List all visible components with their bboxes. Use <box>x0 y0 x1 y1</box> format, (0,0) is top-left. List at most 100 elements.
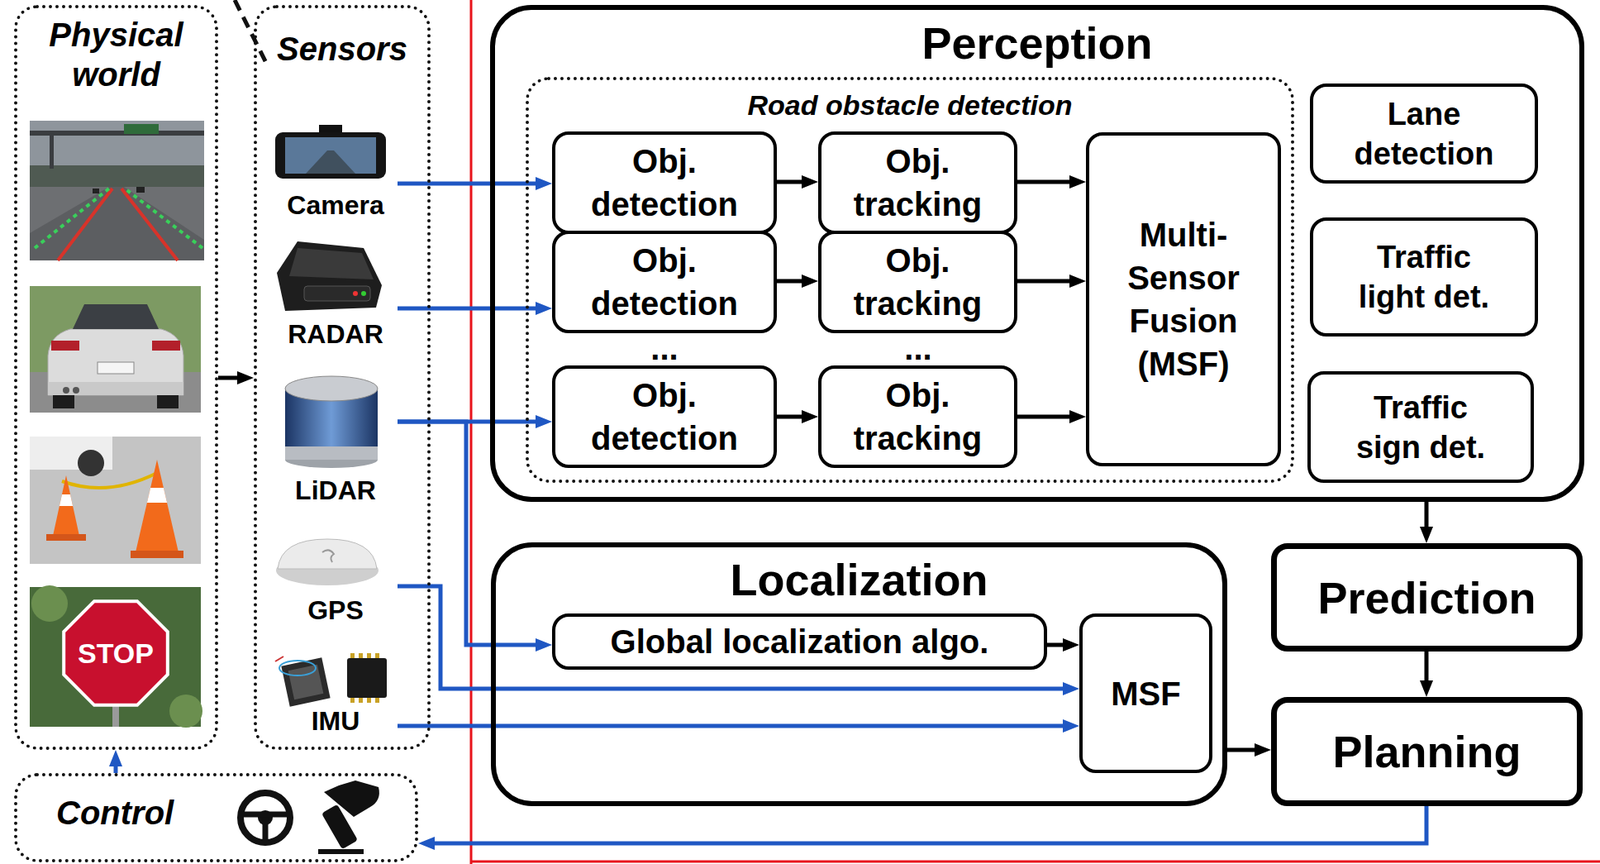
stop-sign-photo <box>29 585 203 728</box>
sensor-item: RADAR <box>273 233 398 349</box>
group-title: Control <box>56 776 174 849</box>
gps-icon <box>322 549 334 562</box>
flow-arrow <box>1047 642 1068 648</box>
road-photo <box>29 120 205 261</box>
camera-icon <box>285 137 377 174</box>
flow-arrow <box>218 376 243 381</box>
process-box: Traffic light det. <box>1309 217 1539 337</box>
group-title: Perception <box>495 16 1580 70</box>
stop-sign-photo <box>31 585 68 622</box>
lidar-icon <box>285 444 378 460</box>
radar-icon <box>276 241 382 311</box>
flow-arrow <box>1424 651 1429 686</box>
imu-icon <box>280 657 330 706</box>
node-label: Obj. detection <box>581 139 748 226</box>
steering-wheel-icon <box>262 817 269 842</box>
gps-icon <box>276 538 379 586</box>
camera-icon <box>275 124 386 179</box>
group-title: Physical world <box>17 14 215 95</box>
sensor-item: IMU <box>273 649 398 736</box>
road-photo <box>57 188 113 261</box>
car-photo <box>52 395 75 409</box>
node-label: Obj. detection <box>581 373 748 460</box>
ellipsis-mark: ... <box>904 331 932 365</box>
imu-icon <box>288 664 324 700</box>
road-photo <box>49 135 54 169</box>
node-label: RADAR <box>287 319 384 349</box>
node-label: Multi-Sensor Fusion (MSF) <box>1100 213 1267 386</box>
imu-icon <box>358 697 363 703</box>
flow-arrow <box>776 414 807 420</box>
car-photo <box>29 285 201 413</box>
cones-photo <box>29 436 201 564</box>
node-label: Global localization algo. <box>610 621 990 662</box>
radar-icon <box>289 247 374 280</box>
stop-sign-photo <box>63 600 168 705</box>
cones-photo <box>77 449 105 477</box>
flow-arrow <box>776 279 807 284</box>
process-box: Obj. tracking <box>818 131 1018 234</box>
boundary-line <box>470 0 473 864</box>
sensor-item: Camera <box>273 120 398 220</box>
module-box: LocalizationGlobal localization algo. MSF <box>490 542 1228 806</box>
flow-arrow <box>1017 414 1075 420</box>
imu-icon <box>375 652 380 658</box>
steering-wheel-icon <box>240 792 291 843</box>
lidar-icon <box>285 376 378 401</box>
node-label: Lane detection <box>1343 94 1505 174</box>
process-box: Obj. detection <box>552 131 777 234</box>
process-box: Lane detection <box>1309 83 1539 184</box>
road-photo <box>121 188 178 261</box>
process-box: MSF <box>1079 613 1213 773</box>
cones-photo <box>135 459 179 553</box>
boundary-line <box>471 0 1600 864</box>
sensor-item: LiDAR <box>273 368 398 505</box>
process-box: Traffic sign det. <box>1307 371 1534 483</box>
process-box: Obj. detection <box>552 365 777 468</box>
car-photo <box>47 381 184 396</box>
car-photo <box>72 386 80 394</box>
stop-sign-photo <box>169 694 203 728</box>
sign-text: STOP <box>77 638 154 667</box>
node-label: Obj. detection <box>581 238 748 325</box>
region-box: Control <box>14 772 419 862</box>
flow-arrow <box>397 181 541 186</box>
imu-icon <box>275 652 387 707</box>
cones-photo <box>130 550 184 558</box>
imu-icon <box>347 657 387 698</box>
cones-photo <box>29 436 201 564</box>
region-box: Physical world <box>14 4 219 750</box>
car-photo <box>51 340 80 351</box>
camera-icon <box>275 132 386 179</box>
imu-icon <box>275 656 284 662</box>
lidar-icon <box>285 376 378 468</box>
process-box: Global localization algo. <box>552 613 1048 670</box>
group-title: Road obstacle detection <box>528 88 1291 122</box>
radar-icon <box>304 285 371 301</box>
road-photo <box>123 123 159 134</box>
imu-icon <box>280 657 330 706</box>
pedal-icon <box>323 780 380 817</box>
flow-arrow <box>429 805 1427 843</box>
radar-icon <box>361 290 367 296</box>
pedal-icon <box>318 780 380 852</box>
flow-arrow <box>397 421 541 645</box>
flow-arrow <box>776 180 807 185</box>
node-label: Traffic light det. <box>1343 237 1505 317</box>
group-title: Sensors <box>257 28 428 69</box>
sensor-item: GPS <box>273 535 398 625</box>
road-photo <box>29 186 205 261</box>
region-box: SensorsCameraRADAR LiDAR GPS IMU <box>253 4 431 750</box>
imu-icon <box>366 697 372 703</box>
cones-photo <box>61 472 158 488</box>
car-photo <box>72 304 159 329</box>
car-photo <box>62 386 70 394</box>
steering-wheel-icon <box>241 811 290 818</box>
group-box: Road obstacle detectionObj. detectionObj… <box>525 76 1295 483</box>
leader-line <box>234 0 267 63</box>
group-title: Localization <box>495 552 1223 606</box>
imu-icon <box>350 697 355 703</box>
road-photo <box>29 165 205 191</box>
flow-arrow <box>1227 747 1260 753</box>
cones-photo <box>59 494 73 506</box>
